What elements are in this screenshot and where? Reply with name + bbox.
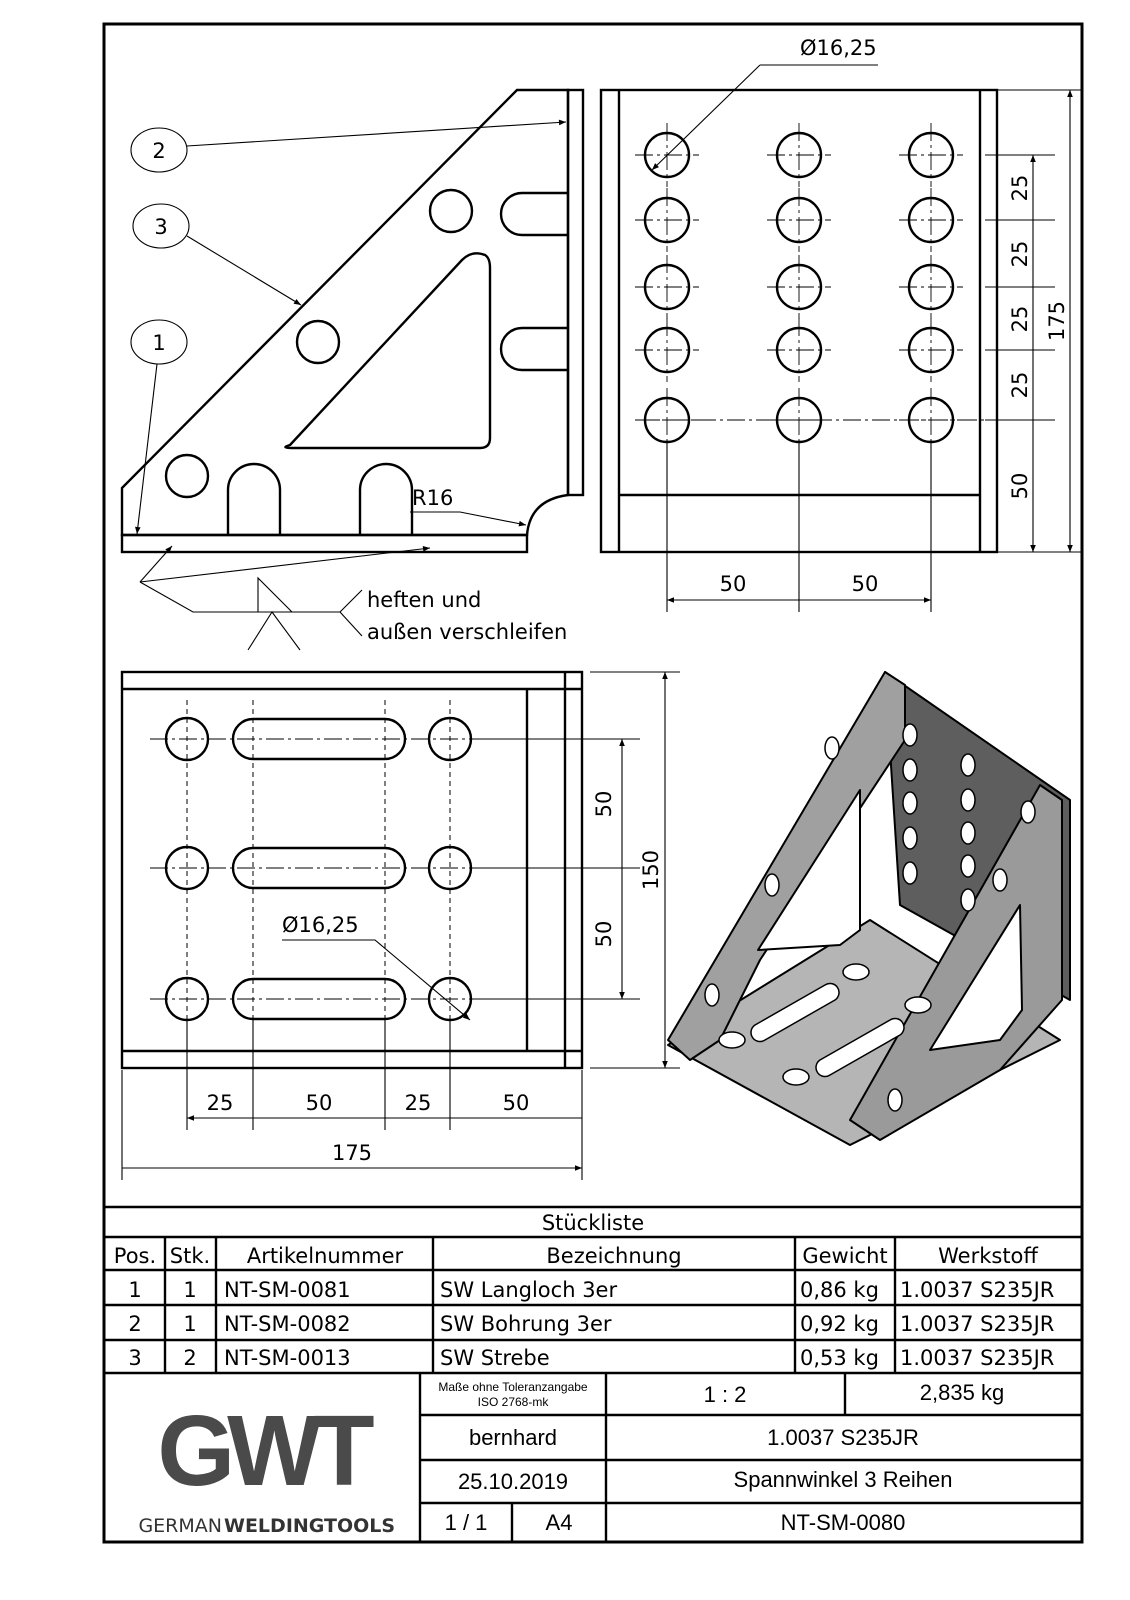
slot	[226, 462, 282, 535]
dim-label: 150	[639, 850, 663, 890]
center-line	[899, 188, 963, 252]
top-view: Ø16,25 50 50 150 25 50 25 50 175	[120, 670, 680, 1180]
center-line	[635, 255, 699, 319]
dim-label: 175	[1045, 301, 1069, 341]
position-balloons: 2 3 1	[130, 119, 567, 535]
front-view: Ø16,25 25 25 25 25 50 175 50 50	[599, 36, 1082, 612]
table-cell: 1	[128, 1278, 141, 1302]
center-line	[635, 318, 699, 382]
dim-label: 25	[1008, 241, 1032, 268]
column-header: Stk.	[170, 1244, 210, 1268]
dim-label: 175	[332, 1141, 372, 1165]
table-cell: NT-SM-0082	[224, 1312, 351, 1336]
tolerance-note: Maße ohne Toleranzangabe	[438, 1380, 588, 1394]
column-header: Werkstoff	[938, 1244, 1038, 1268]
title-block: GWT GERMAN WELDINGTOOLS Maße ohne Tolera…	[138, 1373, 1082, 1542]
total-weight: 2,835 kg	[920, 1380, 1004, 1405]
center-line	[767, 255, 831, 319]
parts-list-title: Stückliste	[542, 1211, 644, 1235]
parts-list: Stückliste Pos. Stk. Artikelnummer Bezeichn…	[104, 1205, 1082, 1375]
column-header: Bezeichnung	[546, 1244, 681, 1268]
table-cell: NT-SM-0081	[224, 1278, 351, 1302]
material: 1.0037 S235JR	[767, 1425, 919, 1450]
weld-note-line2: außen verschleifen	[367, 620, 567, 644]
dim-label: 50	[720, 572, 747, 596]
company-logo: GWT	[157, 1395, 374, 1507]
balloon-label: 2	[152, 139, 165, 163]
hole	[164, 453, 210, 499]
hole	[295, 319, 341, 365]
column-header: Pos.	[114, 1244, 156, 1268]
balloon-label: 3	[154, 215, 167, 239]
dim-label: 25	[1008, 306, 1032, 333]
center-line	[767, 123, 831, 187]
scale: 1 : 2	[704, 1382, 747, 1407]
slot	[358, 462, 414, 535]
dim-label: 25	[1008, 175, 1032, 202]
table-cell: NT-SM-0013	[224, 1346, 351, 1370]
diameter-label: Ø16,25	[800, 36, 877, 60]
table-cell: 0,86 kg	[800, 1278, 879, 1302]
side-view: R16	[120, 88, 585, 554]
weld-note-line1: heften und	[367, 588, 481, 612]
base-plate-edge	[120, 533, 529, 554]
slot	[499, 191, 568, 237]
table-cell: 2	[183, 1346, 196, 1370]
back-plate-edge	[566, 88, 585, 497]
strut-outline	[120, 88, 570, 537]
balloon-2	[130, 127, 188, 173]
dim-label: 25	[1008, 372, 1032, 399]
dim-label: 50	[592, 921, 616, 948]
drawing-title: Spannwinkel 3 Reihen	[734, 1467, 953, 1492]
table-cell: 1	[183, 1312, 196, 1336]
table-cell: 3	[128, 1346, 141, 1370]
company-name-light: GERMAN	[138, 1515, 222, 1537]
table-cell: 1.0037 S235JR	[900, 1278, 1054, 1302]
tolerance-standard: ISO 2768-mk	[478, 1395, 550, 1409]
table-cell: 1.0037 S235JR	[900, 1312, 1054, 1336]
slot	[231, 846, 407, 890]
diameter-label: Ø16,25	[282, 913, 359, 937]
table-cell: 0,92 kg	[800, 1312, 879, 1336]
triangle-cutout	[284, 252, 492, 450]
dim-label: 25	[405, 1091, 432, 1115]
table-cell: 1	[183, 1278, 196, 1302]
hole	[428, 188, 474, 234]
slot	[499, 326, 568, 372]
dim-label: 50	[503, 1091, 530, 1115]
table-cell: SW Bohrung 3er	[440, 1312, 612, 1336]
radius-label: R16	[412, 486, 453, 510]
column-header: Artikelnummer	[247, 1244, 404, 1268]
author: bernhard	[469, 1425, 557, 1450]
drawing-number: NT-SM-0080	[781, 1510, 906, 1535]
center-line	[899, 255, 963, 319]
company-name-bold: WELDINGTOOLS	[224, 1515, 395, 1537]
dim-label: 50	[592, 791, 616, 818]
table-cell: 1.0037 S235JR	[900, 1346, 1054, 1370]
balloon-3	[132, 203, 190, 249]
center-line	[899, 123, 963, 187]
weld-symbol: heften und außen verschleifen	[139, 545, 567, 651]
sheet-number: 1 / 1	[445, 1510, 488, 1535]
column-header: Gewicht	[802, 1244, 887, 1268]
date: 25.10.2019	[458, 1469, 568, 1494]
center-line	[767, 318, 831, 382]
balloon-label: 1	[152, 331, 165, 355]
center-line	[635, 188, 699, 252]
center-line	[899, 318, 963, 382]
dim-label: 50	[852, 572, 879, 596]
table-cell: 2	[128, 1312, 141, 1336]
table-cell: 0,53 kg	[800, 1346, 879, 1370]
drawing-frame	[102, 22, 1084, 1544]
paper-format: A4	[546, 1510, 573, 1535]
table-cell: SW Langloch 3er	[440, 1278, 617, 1302]
dim-label: 50	[306, 1091, 333, 1115]
isometric-view	[667, 671, 1071, 1146]
balloon-1	[130, 319, 188, 365]
center-line	[767, 188, 831, 252]
dim-label: 25	[207, 1091, 234, 1115]
table-cell: SW Strebe	[440, 1346, 550, 1370]
dim-label: 50	[1008, 473, 1032, 500]
